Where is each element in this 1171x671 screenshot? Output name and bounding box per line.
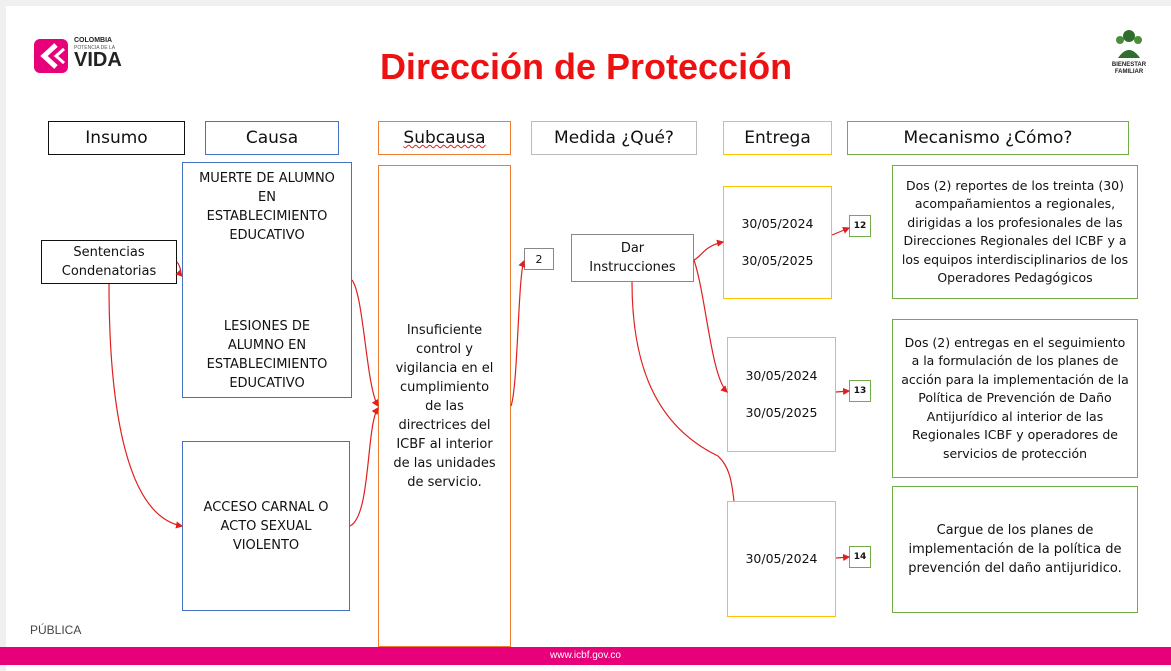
bienestar-logo: BIENESTAR FAMILIAR (1104, 28, 1154, 88)
medida-number: 2 (524, 248, 554, 270)
header-subcausa: Subcausa (378, 121, 511, 155)
entrega-2-date2: 30/05/2025 (745, 404, 818, 420)
header-insumo: Insumo (48, 121, 185, 155)
arrow-causa3-subcausa (349, 406, 379, 527)
colombia-logo-icon (34, 39, 68, 73)
connector-lines (108, 226, 851, 562)
arrow-insumo-causa1 (175, 261, 183, 277)
arrow-entrega1-num12 (831, 226, 851, 236)
entrega-1-date1: 30/05/2024 (741, 216, 814, 231)
bienestar-line1: BIENESTAR (1111, 62, 1147, 68)
header-causa: Causa (205, 121, 339, 155)
arrow-medida-entrega1 (693, 239, 725, 261)
logo-text-1: COLOMBIA (74, 37, 113, 44)
subcausa-box: Insuficiente control y vigilancia en el … (378, 165, 511, 647)
slide: COLOMBIA POTENCIA DE LA VIDA Dirección d… (6, 6, 1171, 671)
colombia-logo: COLOMBIA POTENCIA DE LA VIDA (34, 37, 144, 75)
entrega-box-2: 30/05/2024 30/05/2025 (727, 337, 836, 452)
entrega-3-date1: 30/05/2024 (745, 550, 818, 566)
causa-group-box: MUERTE DE ALUMNO EN ESTABLECIMIENTO EDUC… (182, 162, 352, 398)
mecanismo-box-1: Dos (2) reportes de los treinta (30) aco… (892, 165, 1138, 299)
medida-box: Dar Instrucciones (571, 234, 694, 282)
classification-label: PÚBLICA (30, 623, 82, 637)
entrega-1-date2: 30/05/2025 (741, 252, 814, 268)
family-icon (1116, 30, 1142, 58)
entrega-box-1: 30/05/2024 30/05/2025 (723, 186, 832, 299)
page-title: Dirección de Protección (379, 46, 793, 87)
arrow-insumo-causa3 (108, 283, 184, 529)
footer-bar: www.icbf.gov.co (0, 647, 1171, 665)
header-medida: Medida ¿Qué? (531, 121, 697, 155)
arrow-causa1-subcausa (351, 279, 379, 408)
entrega-number-12: 12 (849, 215, 871, 237)
line-medida-entrega3 (631, 281, 735, 502)
arrow-subcausa-medida (510, 259, 526, 407)
bienestar-line2: FAMILIAR (1114, 69, 1144, 75)
causa-acceso-carnal: ACCESO CARNAL O ACTO SEXUAL VIOLENTO (182, 441, 350, 611)
subcausa-label: Subcausa (403, 128, 486, 148)
logo-text-3: VIDA (74, 49, 122, 71)
footer-url-link[interactable]: www.icbf.gov.co (550, 650, 621, 661)
causa-lesiones: LESIONES DE ALUMNO EN ESTABLECIMIENTO ED… (206, 319, 328, 391)
logo-text-2: POTENCIA DE LA (74, 45, 116, 51)
entrega-box-3: 30/05/2024 (727, 501, 836, 617)
arrow-entrega2-num13 (835, 387, 851, 396)
header-mecanismo: Mecanismo ¿Cómo? (847, 121, 1129, 155)
insumo-box: Sentencias Condenatorias (41, 240, 177, 284)
arrow-entrega3-num14 (835, 553, 851, 562)
mecanismo-box-2: Dos (2) entregas en el seguimiento a la … (892, 319, 1138, 478)
header-entrega: Entrega (723, 121, 832, 155)
mecanismo-box-3: Cargue de los planes de implementación d… (892, 486, 1138, 613)
arrow-medida-entrega2 (693, 259, 728, 393)
entrega-2-date1: 30/05/2024 (745, 368, 818, 383)
causa-muerte: MUERTE DE ALUMNO EN ESTABLECIMIENTO EDUC… (199, 171, 335, 243)
